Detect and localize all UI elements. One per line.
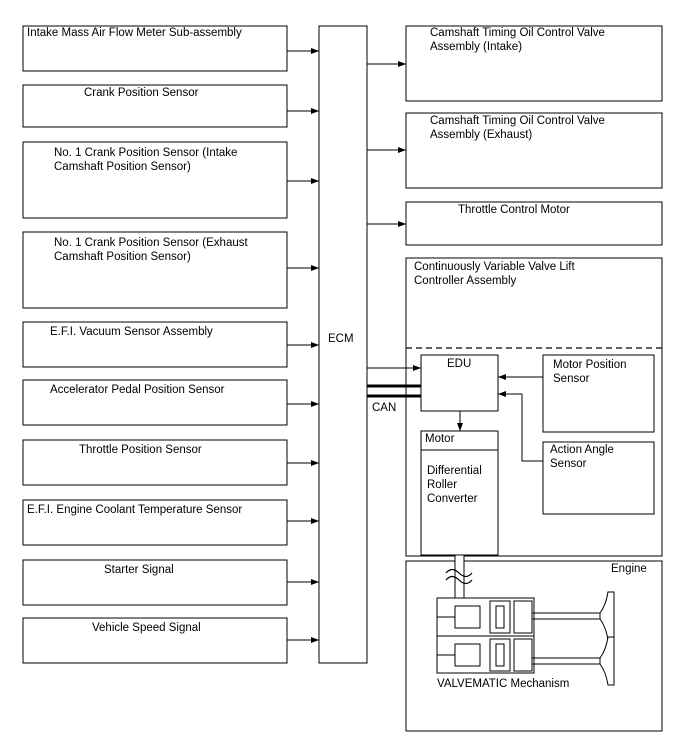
input-label-accel: Accelerator Pedal Position Sensor (50, 384, 225, 396)
shaft-break-mark-top (445, 568, 473, 578)
output-box-throttle-motor (405, 201, 663, 246)
action-angle-sensor-box (542, 441, 655, 515)
motor-position-sensor-box (542, 354, 655, 433)
input-label-maf: Intake Mass Air Flow Meter Sub-assembly (27, 27, 242, 39)
motor-box (420, 430, 499, 556)
shaft (454, 554, 465, 599)
input-label-exhaust-cam: No. 1 Crank Position Sensor (Exhaust Cam… (54, 237, 248, 263)
motor-label: Motor (425, 433, 455, 445)
input-label-vacuum: E.F.I. Vacuum Sensor Assembly (50, 326, 213, 338)
output-label-throttle-motor: Throttle Control Motor (458, 204, 570, 216)
input-box-maf (22, 25, 288, 72)
input-box-vacuum (22, 321, 288, 368)
ecm-label: ECM (328, 333, 354, 345)
input-label-speed: Vehicle Speed Signal (92, 622, 201, 634)
input-label-starter: Starter Signal (104, 564, 174, 576)
ecm-box (318, 25, 368, 664)
valvematic-label: VALVEMATIC Mechanism (437, 678, 570, 690)
can-label: CAN (372, 402, 397, 414)
cvvl-title: Continuously Variable Valve Lift Control… (414, 261, 575, 287)
input-box-intake-cam (22, 141, 288, 219)
input-label-coolant: E.F.I. Engine Coolant Temperature Sensor (27, 504, 243, 516)
line-action-angle (521, 394, 543, 462)
shaft-break-mark-bottom (445, 575, 473, 585)
input-label-crank: Crank Position Sensor (84, 87, 199, 99)
input-box-throttle-pos (22, 439, 288, 486)
output-box-ocv-intake (405, 25, 663, 102)
motor-position-sensor-label: Motor Position Sensor (553, 359, 627, 385)
engine-label: Engine (611, 563, 647, 575)
input-box-accel (22, 379, 288, 426)
output-label-ocv-exhaust: Camshaft Timing Oil Control Valve Assemb… (430, 115, 605, 141)
output-label-ocv-intake: Camshaft Timing Oil Control Valve Assemb… (430, 27, 605, 53)
converter-label: Differential Roller Converter (427, 465, 482, 505)
edu-label: EDU (447, 358, 472, 370)
input-label-throttle-pos: Throttle Position Sensor (79, 444, 202, 456)
input-box-starter (22, 559, 288, 606)
input-label-intake-cam: No. 1 Crank Position Sensor (Intake Cams… (54, 147, 238, 173)
input-box-speed (22, 617, 288, 664)
action-angle-sensor-label: Action Angle Sensor (550, 444, 614, 470)
input-box-coolant (22, 499, 288, 546)
output-box-ocv-exhaust (405, 112, 663, 189)
valvematic-mechanism-drawing (436, 591, 615, 686)
input-box-exhaust-cam (22, 231, 288, 309)
input-box-crank (22, 84, 288, 128)
edu-box (420, 354, 499, 412)
